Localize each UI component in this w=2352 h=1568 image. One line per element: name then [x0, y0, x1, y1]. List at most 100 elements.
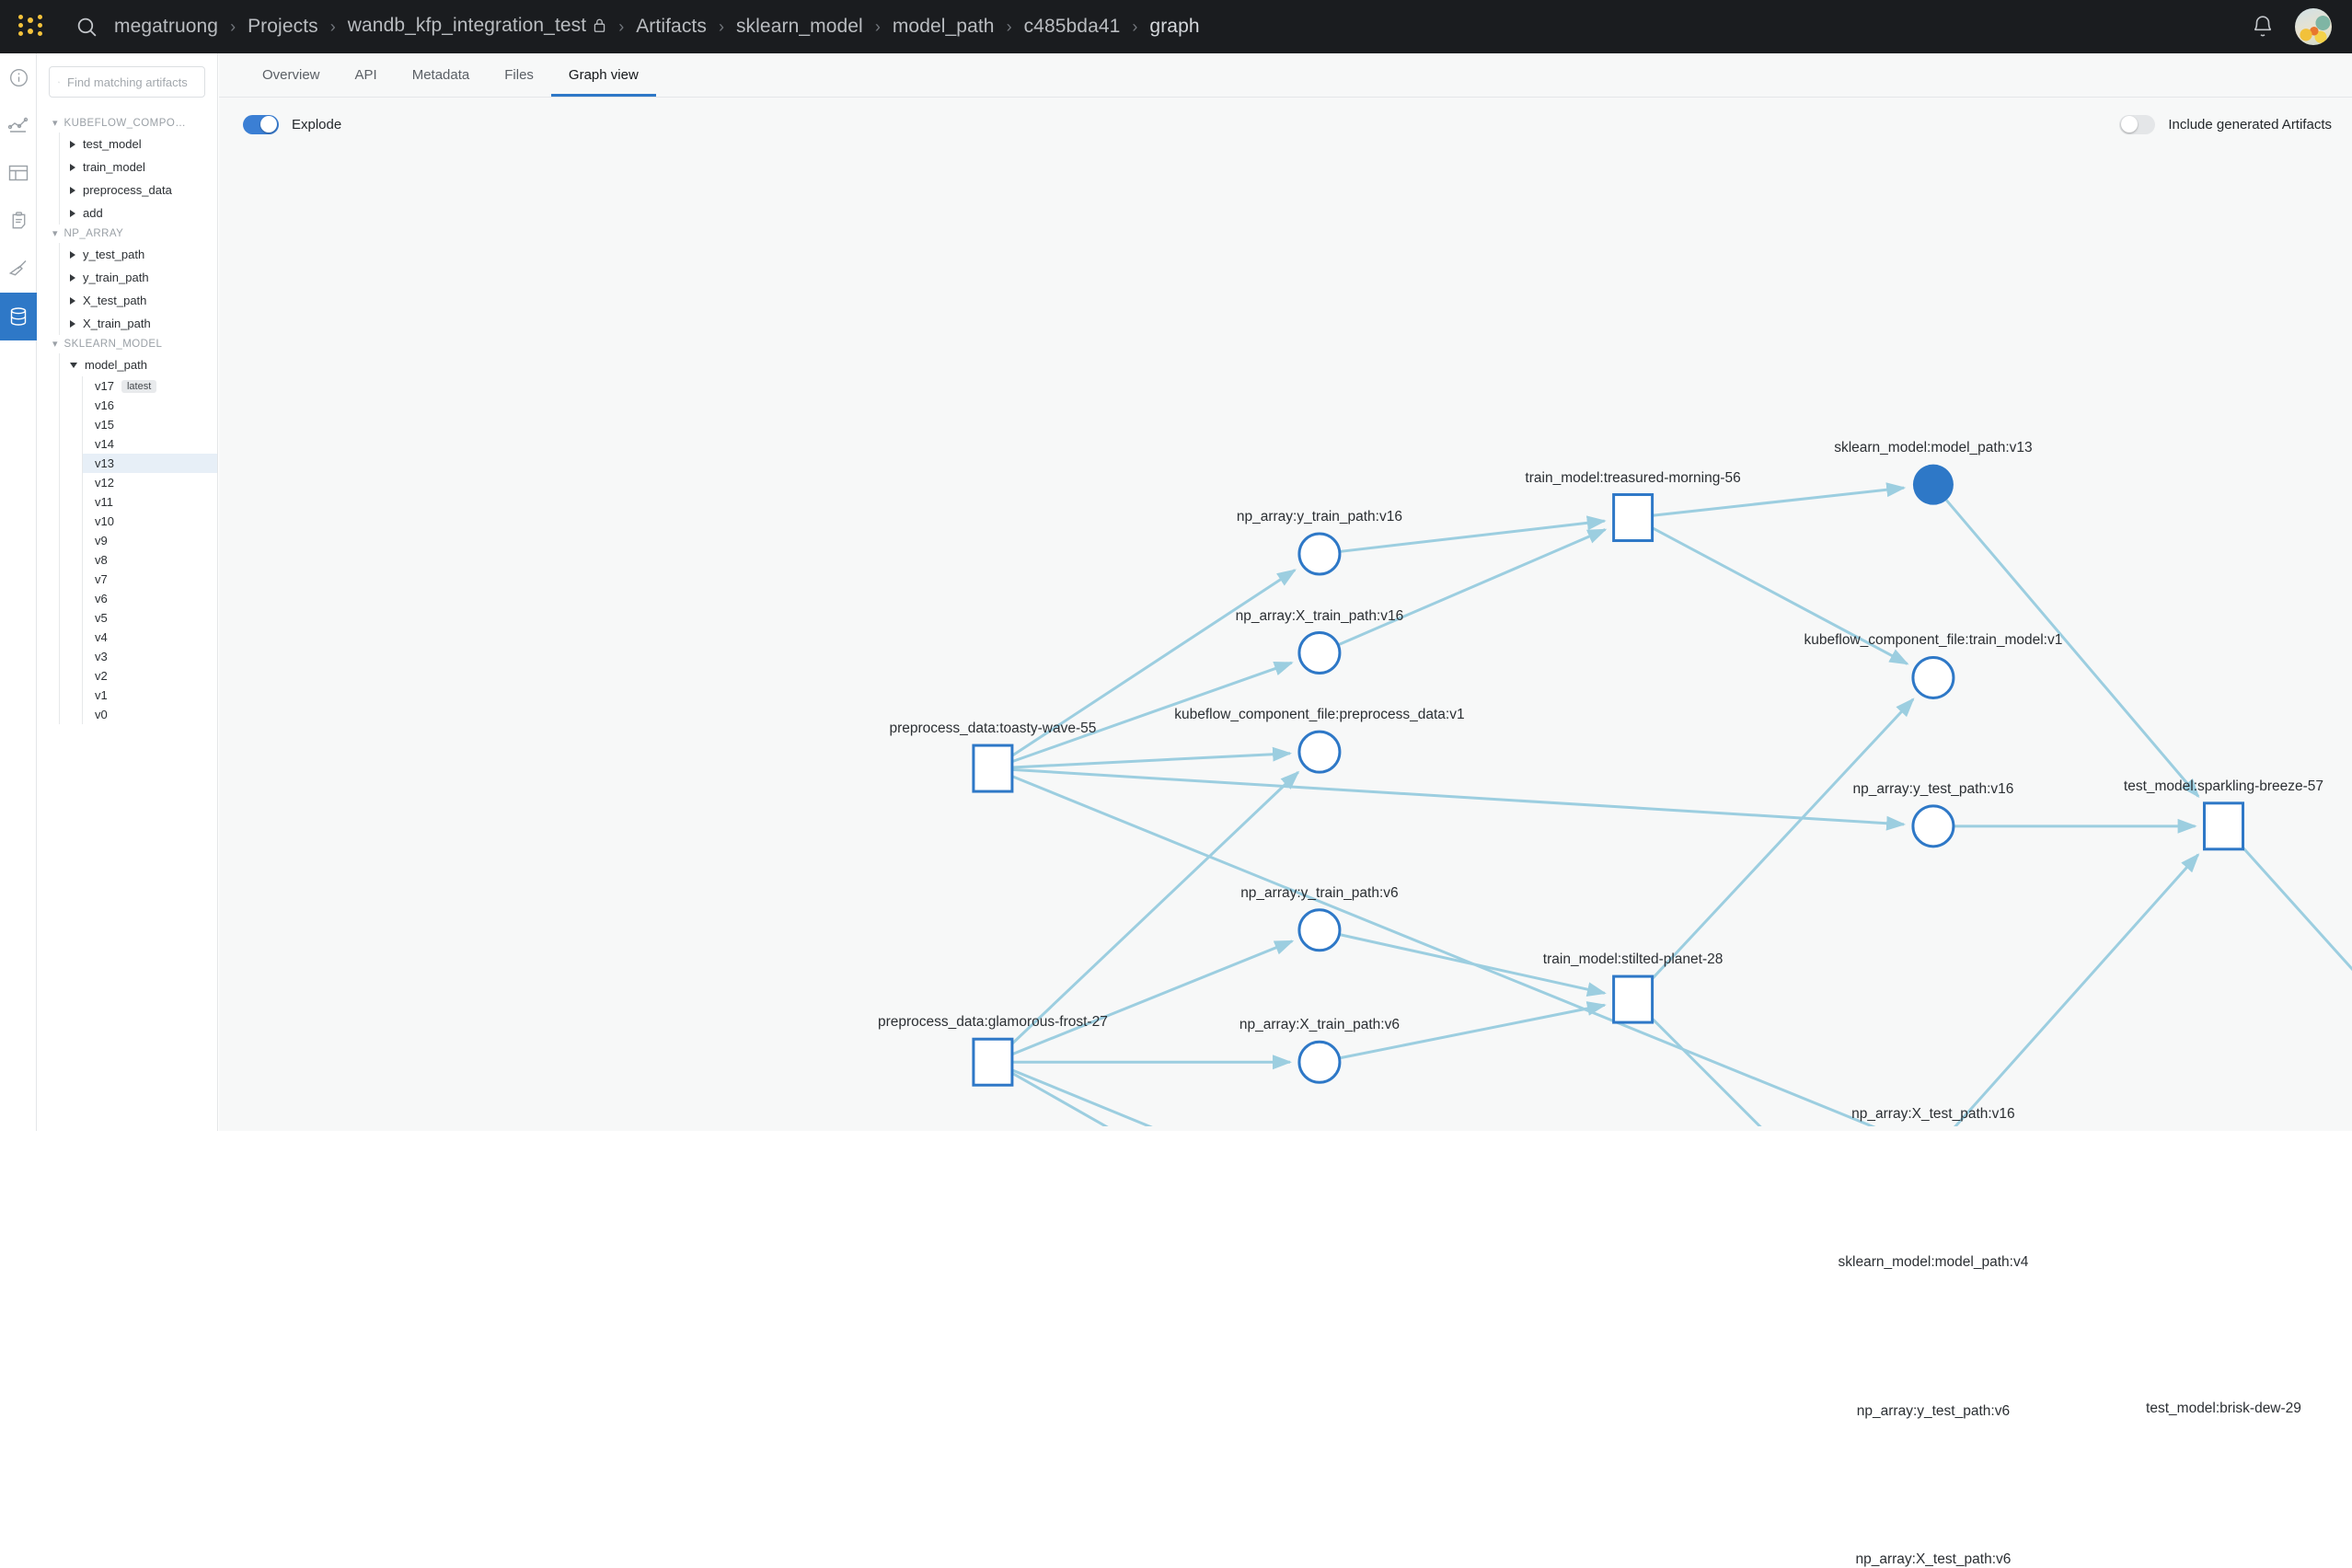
version-item-v6[interactable]: v6	[83, 589, 217, 608]
breadcrumb-separator: ›	[618, 17, 624, 37]
tree-item-X_test_path[interactable]: X_test_path	[60, 289, 217, 312]
version-item-v11[interactable]: v11	[83, 492, 217, 512]
graph-node-pp27[interactable]	[974, 1039, 1012, 1085]
graph-node-pp55[interactable]	[974, 745, 1012, 791]
graph-node-tm56[interactable]	[1614, 495, 1653, 541]
wandb-logo[interactable]	[0, 0, 61, 53]
version-item-v14[interactable]: v14	[83, 434, 217, 454]
version-label: v12	[95, 476, 114, 490]
breadcrumb-item-sklearn-model[interactable]: sklearn_model	[734, 16, 865, 38]
graph-node-label-yte16: np_array:y_test_path:v16	[1852, 781, 2013, 798]
version-label: v3	[95, 650, 108, 663]
version-item-v2[interactable]: v2	[83, 666, 217, 686]
search-input[interactable]	[67, 75, 196, 89]
version-label: v11	[95, 495, 113, 509]
version-item-v4[interactable]: v4	[83, 628, 217, 647]
graph-node-label-tm28: train_model:stilted-planet-28	[1543, 951, 1724, 968]
version-item-v7[interactable]: v7	[83, 570, 217, 589]
graph-node-xtr6[interactable]	[1299, 1042, 1340, 1082]
rail-item-reports[interactable]	[0, 197, 37, 245]
bell-icon[interactable]	[2251, 15, 2275, 39]
rail-item-table[interactable]	[0, 149, 37, 197]
tree-item-X_train_path[interactable]: X_train_path	[60, 312, 217, 335]
tree-group-np_array[interactable]: ▾NP_ARRAY	[37, 225, 217, 243]
graph-node-label-kcpp1: kubeflow_component_file:preprocess_data:…	[1174, 707, 1464, 723]
tree-item-add[interactable]: add	[60, 202, 217, 225]
tree-item-label: test_model	[83, 137, 142, 151]
breadcrumb-item-c485bda41[interactable]: c485bda41	[1022, 16, 1123, 38]
breadcrumb-item-artifacts[interactable]: Artifacts	[634, 16, 709, 38]
version-item-v16[interactable]: v16	[83, 396, 217, 415]
graph-node-kctm1[interactable]	[1913, 657, 1954, 698]
graph-node-te57[interactable]	[2204, 803, 2242, 849]
graph-edge	[1653, 699, 1913, 979]
graph-node-label-kctm1: kubeflow_component_file:train_model:v1	[1804, 632, 2062, 649]
version-item-v3[interactable]: v3	[83, 647, 217, 666]
version-badge: latest	[121, 380, 156, 393]
version-item-v9[interactable]: v9	[83, 531, 217, 550]
graph-controls: Explode Include generated Artifacts	[219, 98, 2352, 151]
graph-nodes[interactable]	[974, 465, 2352, 1126]
tree-item-label: add	[83, 206, 103, 220]
artifact-search[interactable]	[49, 66, 205, 98]
tree-group-kubeflow_component_file[interactable]: ▾KUBEFLOW_COMPONENT_FILE	[37, 114, 217, 133]
tree-item-y_train_path[interactable]: y_train_path	[60, 266, 217, 289]
include-generated-switch[interactable]	[2119, 115, 2155, 134]
lock-icon	[593, 17, 606, 39]
avatar[interactable]	[2295, 8, 2332, 45]
tab-files[interactable]: Files	[487, 67, 551, 97]
version-item-v10[interactable]: v10	[83, 512, 217, 531]
version-label: v5	[95, 611, 108, 625]
global-search-icon[interactable]	[61, 0, 112, 53]
version-item-v15[interactable]: v15	[83, 415, 217, 434]
rail-item-info[interactable]	[0, 53, 37, 101]
top-bar-right	[2251, 8, 2352, 45]
tree-item-preprocess_data[interactable]: preprocess_data	[60, 179, 217, 202]
search-icon	[58, 75, 60, 89]
version-item-v8[interactable]: v8	[83, 550, 217, 570]
tree-item-y_test_path[interactable]: y_test_path	[60, 243, 217, 266]
version-item-v13[interactable]: v13	[83, 454, 217, 473]
tree-item-label: y_train_path	[83, 271, 149, 284]
version-item-v12[interactable]: v12	[83, 473, 217, 492]
graph-node-smp13[interactable]	[1913, 465, 1954, 505]
breadcrumb-separator: ›	[875, 17, 881, 37]
breadcrumb-item-model-path[interactable]: model_path	[891, 16, 997, 38]
rail-item-sweeps[interactable]	[0, 245, 37, 293]
graph-node-kcpp1[interactable]	[1299, 732, 1340, 772]
graph-edge	[1012, 941, 1292, 1055]
breadcrumb-item-wandb-kfp-integration-test[interactable]: wandb_kfp_integration_test	[346, 15, 608, 39]
explode-switch[interactable]	[243, 115, 279, 134]
version-item-v0[interactable]: v0	[83, 705, 217, 724]
graph-edge	[1012, 777, 1906, 1126]
version-label: v7	[95, 572, 108, 586]
graph-node-xtr16[interactable]	[1299, 633, 1340, 674]
rail-item-artifacts[interactable]	[0, 293, 37, 340]
version-item-v1[interactable]: v1	[83, 686, 217, 705]
tree-group-sklearn_model[interactable]: ▾SKLEARN_MODEL	[37, 335, 217, 353]
graph-node-ytr16[interactable]	[1299, 534, 1340, 574]
rail-item-workspace[interactable]	[0, 101, 37, 149]
version-label: v14	[95, 437, 114, 451]
version-label: v9	[95, 534, 108, 548]
breadcrumb-separator: ›	[1007, 17, 1012, 37]
version-item-v5[interactable]: v5	[83, 608, 217, 628]
tab-overview[interactable]: Overview	[245, 67, 338, 97]
tree-item-test_model[interactable]: test_model	[60, 133, 217, 156]
graph-node-yte16[interactable]	[1913, 806, 1954, 847]
breadcrumb-item-projects[interactable]: Projects	[246, 16, 320, 38]
graph-node-ytr6[interactable]	[1299, 910, 1340, 951]
tab-api[interactable]: API	[338, 67, 395, 97]
graph-node-tm28[interactable]	[1614, 976, 1653, 1022]
tree-item-train_model[interactable]: train_model	[60, 156, 217, 179]
tab-metadata[interactable]: Metadata	[395, 67, 488, 97]
tree-item-model_path[interactable]: model_path	[60, 353, 217, 376]
graph-node-label-xte16: np_array:X_test_path:v16	[1851, 1106, 2015, 1123]
explode-toggle[interactable]: Explode	[243, 115, 341, 134]
breadcrumb-item-graph[interactable]: graph	[1147, 16, 1201, 38]
breadcrumb-item-megatruong[interactable]: megatruong	[112, 16, 220, 38]
tab-graph-view[interactable]: Graph view	[551, 67, 656, 97]
include-generated-toggle[interactable]: Include generated Artifacts	[2119, 115, 2332, 134]
